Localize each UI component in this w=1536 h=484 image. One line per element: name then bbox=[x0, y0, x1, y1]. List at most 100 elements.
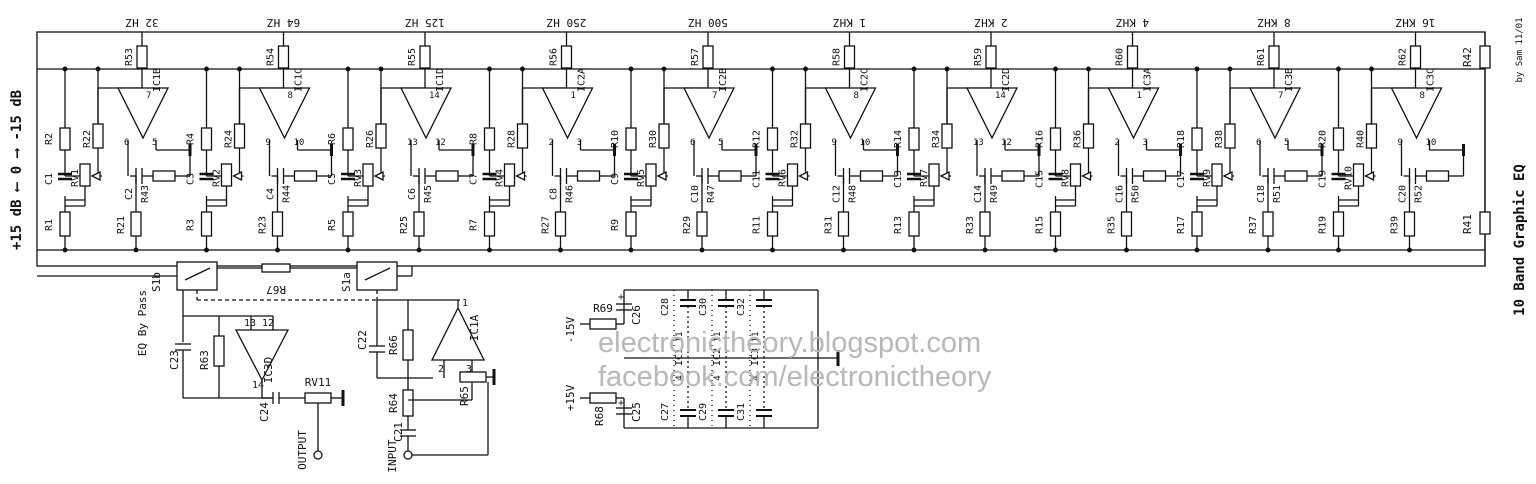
pot-label: RV8 bbox=[1061, 169, 1072, 187]
resistor bbox=[560, 45, 573, 69]
cap-label: C30 bbox=[698, 298, 709, 316]
pin-label: 3 bbox=[1143, 138, 1148, 148]
resistor bbox=[362, 163, 374, 187]
opamp bbox=[1390, 87, 1443, 140]
resistor bbox=[1332, 127, 1345, 151]
resistor bbox=[483, 211, 496, 237]
resistor-label: R21 bbox=[116, 216, 127, 234]
junction bbox=[487, 66, 492, 72]
pot-label: RV1 bbox=[70, 169, 81, 187]
resistor bbox=[625, 211, 637, 237]
resistor-label: R20 bbox=[1318, 130, 1329, 148]
cap-label: C13 bbox=[893, 170, 904, 188]
resistor bbox=[92, 123, 104, 149]
resistor-label: R40 bbox=[1356, 130, 1367, 148]
band-wires bbox=[1331, 32, 1465, 253]
resistor-label: R4 bbox=[186, 133, 197, 145]
resistor bbox=[696, 211, 708, 237]
cap-label: C18 bbox=[1256, 185, 1267, 203]
resistor bbox=[271, 211, 284, 237]
cap-label: C2 bbox=[124, 188, 135, 200]
cap-label: C11 bbox=[752, 170, 763, 188]
r65-label: R65 bbox=[458, 386, 471, 406]
pin-label: 14 bbox=[995, 91, 1006, 101]
junction bbox=[1369, 66, 1374, 72]
resistor bbox=[1262, 211, 1274, 237]
junction bbox=[803, 66, 808, 72]
resistor bbox=[908, 127, 920, 151]
pin-label: 14 bbox=[429, 91, 440, 101]
resistor bbox=[200, 211, 213, 237]
pin-label: 4 bbox=[675, 375, 685, 380]
resistor bbox=[1284, 170, 1308, 182]
resistor-label: R9 bbox=[610, 219, 621, 231]
cap-label: C27 bbox=[660, 403, 671, 421]
pin-label: 2 bbox=[549, 138, 554, 148]
opamp bbox=[682, 87, 736, 140]
r63-label: R63 bbox=[198, 350, 211, 370]
resistor bbox=[859, 170, 884, 182]
resistor-label: R5 bbox=[327, 219, 338, 231]
pot-label: RV3 bbox=[353, 169, 364, 187]
resistor-label: R59 bbox=[973, 48, 984, 66]
junction bbox=[1265, 247, 1271, 253]
cap-label: C28 bbox=[660, 298, 671, 316]
pin-label: 11 bbox=[675, 332, 685, 343]
pin-label: 12 bbox=[1001, 138, 1012, 148]
pin-label: 7 bbox=[146, 91, 151, 101]
junction bbox=[1194, 247, 1200, 253]
c23-label: C23 bbox=[168, 350, 181, 370]
pin-label: 8 bbox=[288, 91, 293, 101]
r64-label: R64 bbox=[387, 393, 400, 413]
resistor bbox=[799, 123, 812, 149]
junction bbox=[95, 66, 101, 72]
c26-plus: + bbox=[618, 292, 624, 303]
junction bbox=[416, 247, 422, 253]
opamp bbox=[1248, 87, 1302, 140]
resistor bbox=[1332, 211, 1345, 237]
ic-supply-block bbox=[673, 290, 696, 428]
ic-label: IC2 bbox=[712, 348, 723, 366]
pin-label: 12 bbox=[435, 138, 446, 148]
cap-label: C17 bbox=[1176, 170, 1187, 188]
band-wires bbox=[199, 32, 333, 253]
resistor bbox=[625, 127, 637, 151]
junction bbox=[345, 66, 351, 72]
band-wires bbox=[341, 32, 475, 253]
opamp bbox=[965, 87, 1019, 140]
resistor bbox=[200, 127, 213, 151]
resistor bbox=[59, 211, 71, 237]
junction bbox=[911, 66, 917, 72]
resistor bbox=[277, 45, 290, 69]
c26-label: C26 bbox=[630, 305, 643, 325]
output-label: OUTPUT bbox=[296, 430, 309, 470]
ic-label: IC3 bbox=[750, 348, 761, 366]
resistor-label: R38 bbox=[1214, 130, 1225, 148]
pin-label: 11 bbox=[713, 332, 723, 343]
rv11-label: RV11 bbox=[305, 376, 332, 389]
resistor bbox=[928, 163, 940, 187]
r41-label: R41 bbox=[1461, 214, 1474, 234]
ic-supply-block bbox=[711, 290, 734, 428]
r42-label: R42 bbox=[1461, 47, 1474, 67]
resistor-label: R56 bbox=[549, 48, 560, 66]
resistor bbox=[718, 170, 742, 182]
pin-label: 5 bbox=[152, 138, 157, 148]
junction bbox=[133, 247, 139, 253]
junction bbox=[841, 247, 846, 253]
pot-label: RV10 bbox=[1344, 166, 1355, 190]
resistor bbox=[1069, 163, 1082, 187]
ic3d-pin13: 13 bbox=[244, 318, 256, 329]
ic-label: IC3A bbox=[1143, 68, 1154, 92]
junction bbox=[661, 66, 667, 72]
input-stage bbox=[369, 299, 496, 460]
resistor-label: R28 bbox=[507, 130, 518, 148]
ic-label: IC2A bbox=[577, 68, 588, 92]
pin-label: 9 bbox=[832, 138, 837, 148]
band-freq-label: 125 HZ bbox=[405, 16, 445, 29]
junction bbox=[1053, 66, 1058, 72]
cap-label: C32 bbox=[736, 298, 747, 316]
wiper-arrow bbox=[90, 170, 101, 182]
pin-label: 5 bbox=[1284, 138, 1289, 148]
